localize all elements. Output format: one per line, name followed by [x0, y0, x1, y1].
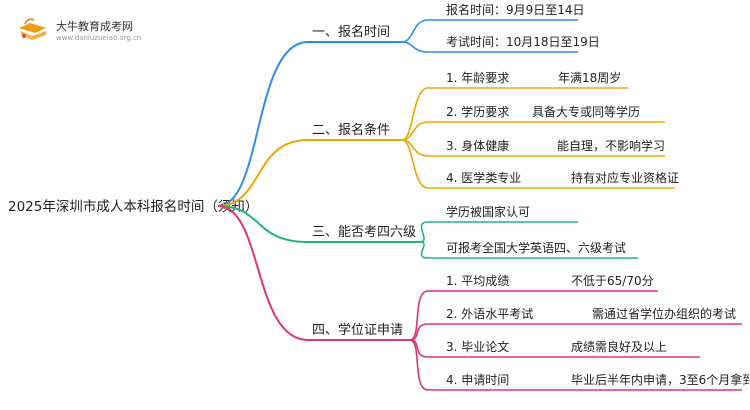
book-logo-icon	[19, 18, 46, 40]
logo-url: www.daniuzueiao.org.cn	[56, 34, 142, 42]
branch-connector	[217, 139, 309, 207]
item-detail: 需通过省学位办组织的考试	[592, 306, 736, 321]
item-detail: 具备大专或同等学历	[532, 104, 640, 119]
item-connector	[401, 87, 429, 141]
item-label: 1. 平均成绩	[446, 274, 509, 288]
item-label: 1. 年龄要求	[446, 71, 509, 85]
item-connector	[409, 339, 429, 391]
branch-label: 一、报名时间	[312, 24, 390, 40]
item-connector	[401, 19, 429, 43]
item-label: 可报考全国大学英语四、六级考试	[446, 240, 626, 255]
item-label: 3. 身体健康	[446, 138, 509, 153]
item-detail: 成绩需良好及以上	[571, 339, 667, 354]
branch-label: 二、报名条件	[312, 122, 390, 138]
item-connector	[419, 241, 429, 259]
item-connector	[401, 41, 429, 53]
item-label: 考试时间：10月18日至19日	[446, 34, 600, 49]
item-detail: 能自理，不影响学习	[557, 138, 665, 153]
item-detail: 年满18周岁	[558, 70, 621, 85]
root-topic: 2025年深圳市成人本科报名时间（须知）	[8, 198, 258, 215]
item-connector	[401, 139, 429, 189]
item-label: 报名时间：9月9日至14日	[446, 2, 585, 17]
item-label: 3. 毕业论文	[446, 339, 509, 354]
item-connector	[409, 339, 429, 358]
branch-connector	[217, 41, 309, 207]
item-label: 2. 外语水平考试	[446, 306, 533, 321]
item-detail: 不低于65/70分	[571, 274, 654, 288]
branch-label: 三、能否考四六级	[312, 225, 416, 240]
branch-label: 四、学位证申请	[312, 322, 403, 338]
item-label: 4. 医学类专业	[446, 170, 521, 185]
logo-name: 大牛教育成考网	[56, 20, 133, 33]
item-label: 4. 申请时间	[446, 373, 509, 387]
site-logo: 大牛教育成考网 www.daniuzueiao.org.cn	[12, 12, 202, 52]
item-connector	[409, 323, 429, 341]
item-connector	[409, 290, 429, 341]
item-label: 学历被国家认可	[446, 204, 530, 219]
item-connector	[419, 221, 429, 243]
branch-connector	[217, 205, 309, 243]
item-detail: 毕业后半年内申请，3至6个月拿到	[571, 372, 750, 387]
item-label: 2. 学历要求	[446, 104, 509, 119]
item-detail: 持有对应专业资格证	[571, 170, 679, 185]
branch-connector	[217, 205, 309, 341]
